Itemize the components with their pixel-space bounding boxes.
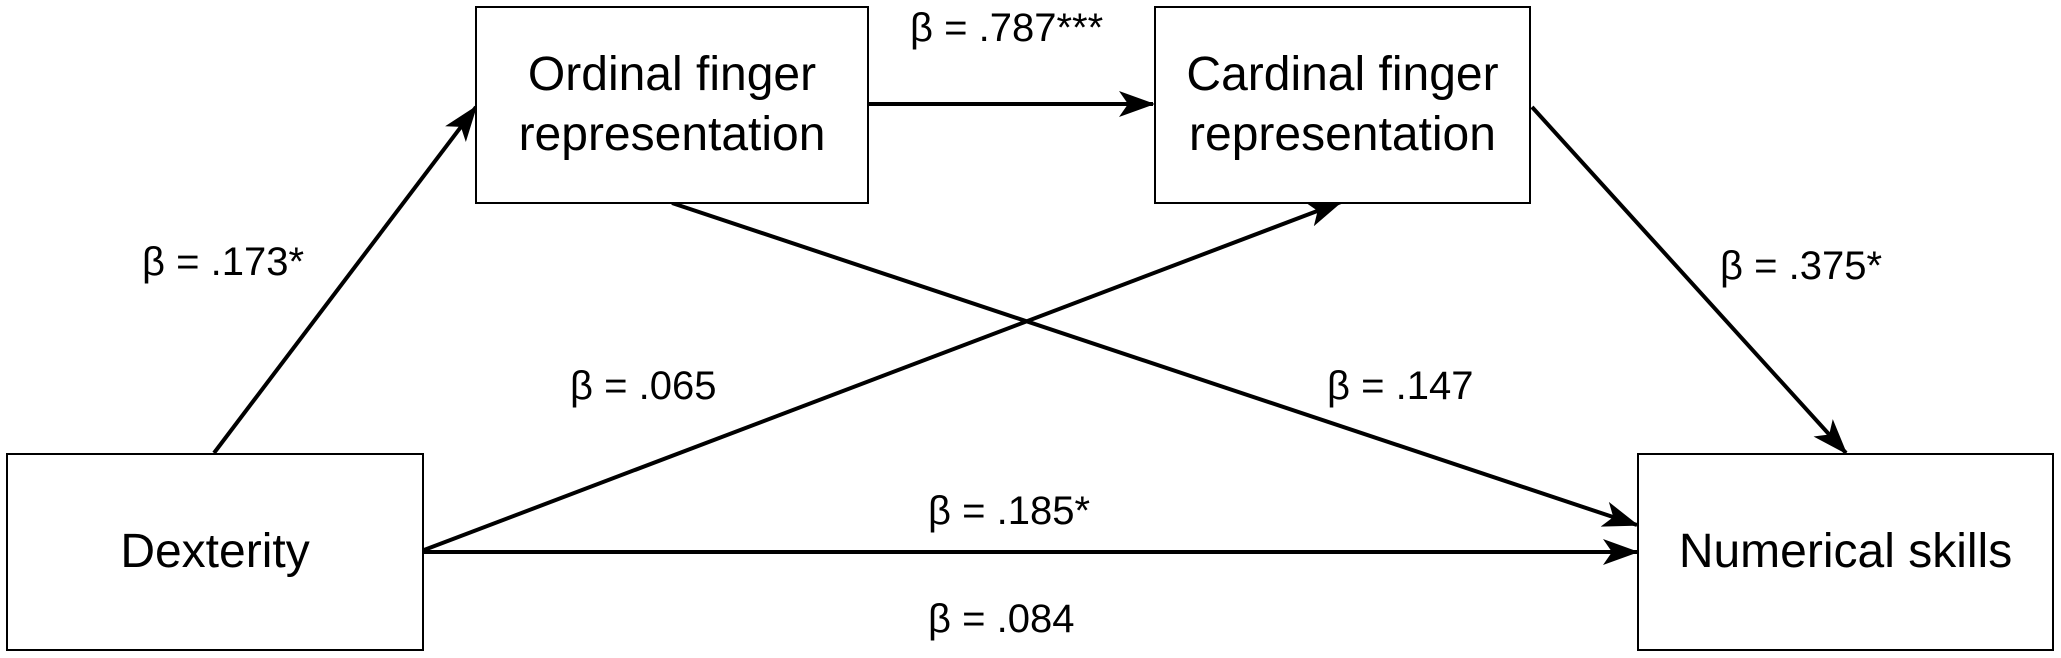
edge-dexterity-cardinal — [423, 200, 1343, 552]
node-dexterity: Dexterity — [6, 453, 424, 651]
node-ordinal-line1: Ordinal finger — [527, 48, 817, 101]
node-ordinal: Ordinal finger representation — [475, 6, 869, 204]
edge-ordinal-numerical — [671, 201, 1639, 527]
node-ordinal-line2: representation — [518, 108, 826, 161]
node-numerical: Numerical skills — [1637, 453, 2054, 651]
node-dexterity-label: Dexterity — [120, 525, 310, 578]
node-cardinal: Cardinal finger representation — [1154, 6, 1531, 204]
label-ordinal-numerical: β = .147 — [1327, 364, 1474, 408]
label-cardinal-numerical: β = .375* — [1720, 244, 1883, 288]
label-dexterity-cardinal: β = .065 — [570, 364, 717, 408]
label-dexterity-ordinal: β = .173* — [142, 240, 305, 284]
node-cardinal-line1: Cardinal finger — [1186, 48, 1499, 101]
node-numerical-label: Numerical skills — [1678, 525, 2013, 578]
node-cardinal-line2: representation — [1189, 108, 1496, 161]
edge-cardinal-numerical — [1530, 105, 1848, 455]
label-dexterity-numerical-direct: β = .084 — [928, 597, 1075, 641]
label-ordinal-cardinal: β = .787*** — [910, 6, 1104, 50]
edge-dexterity-ordinal — [212, 105, 478, 455]
label-dexterity-numerical-total: β = .185* — [928, 489, 1091, 533]
